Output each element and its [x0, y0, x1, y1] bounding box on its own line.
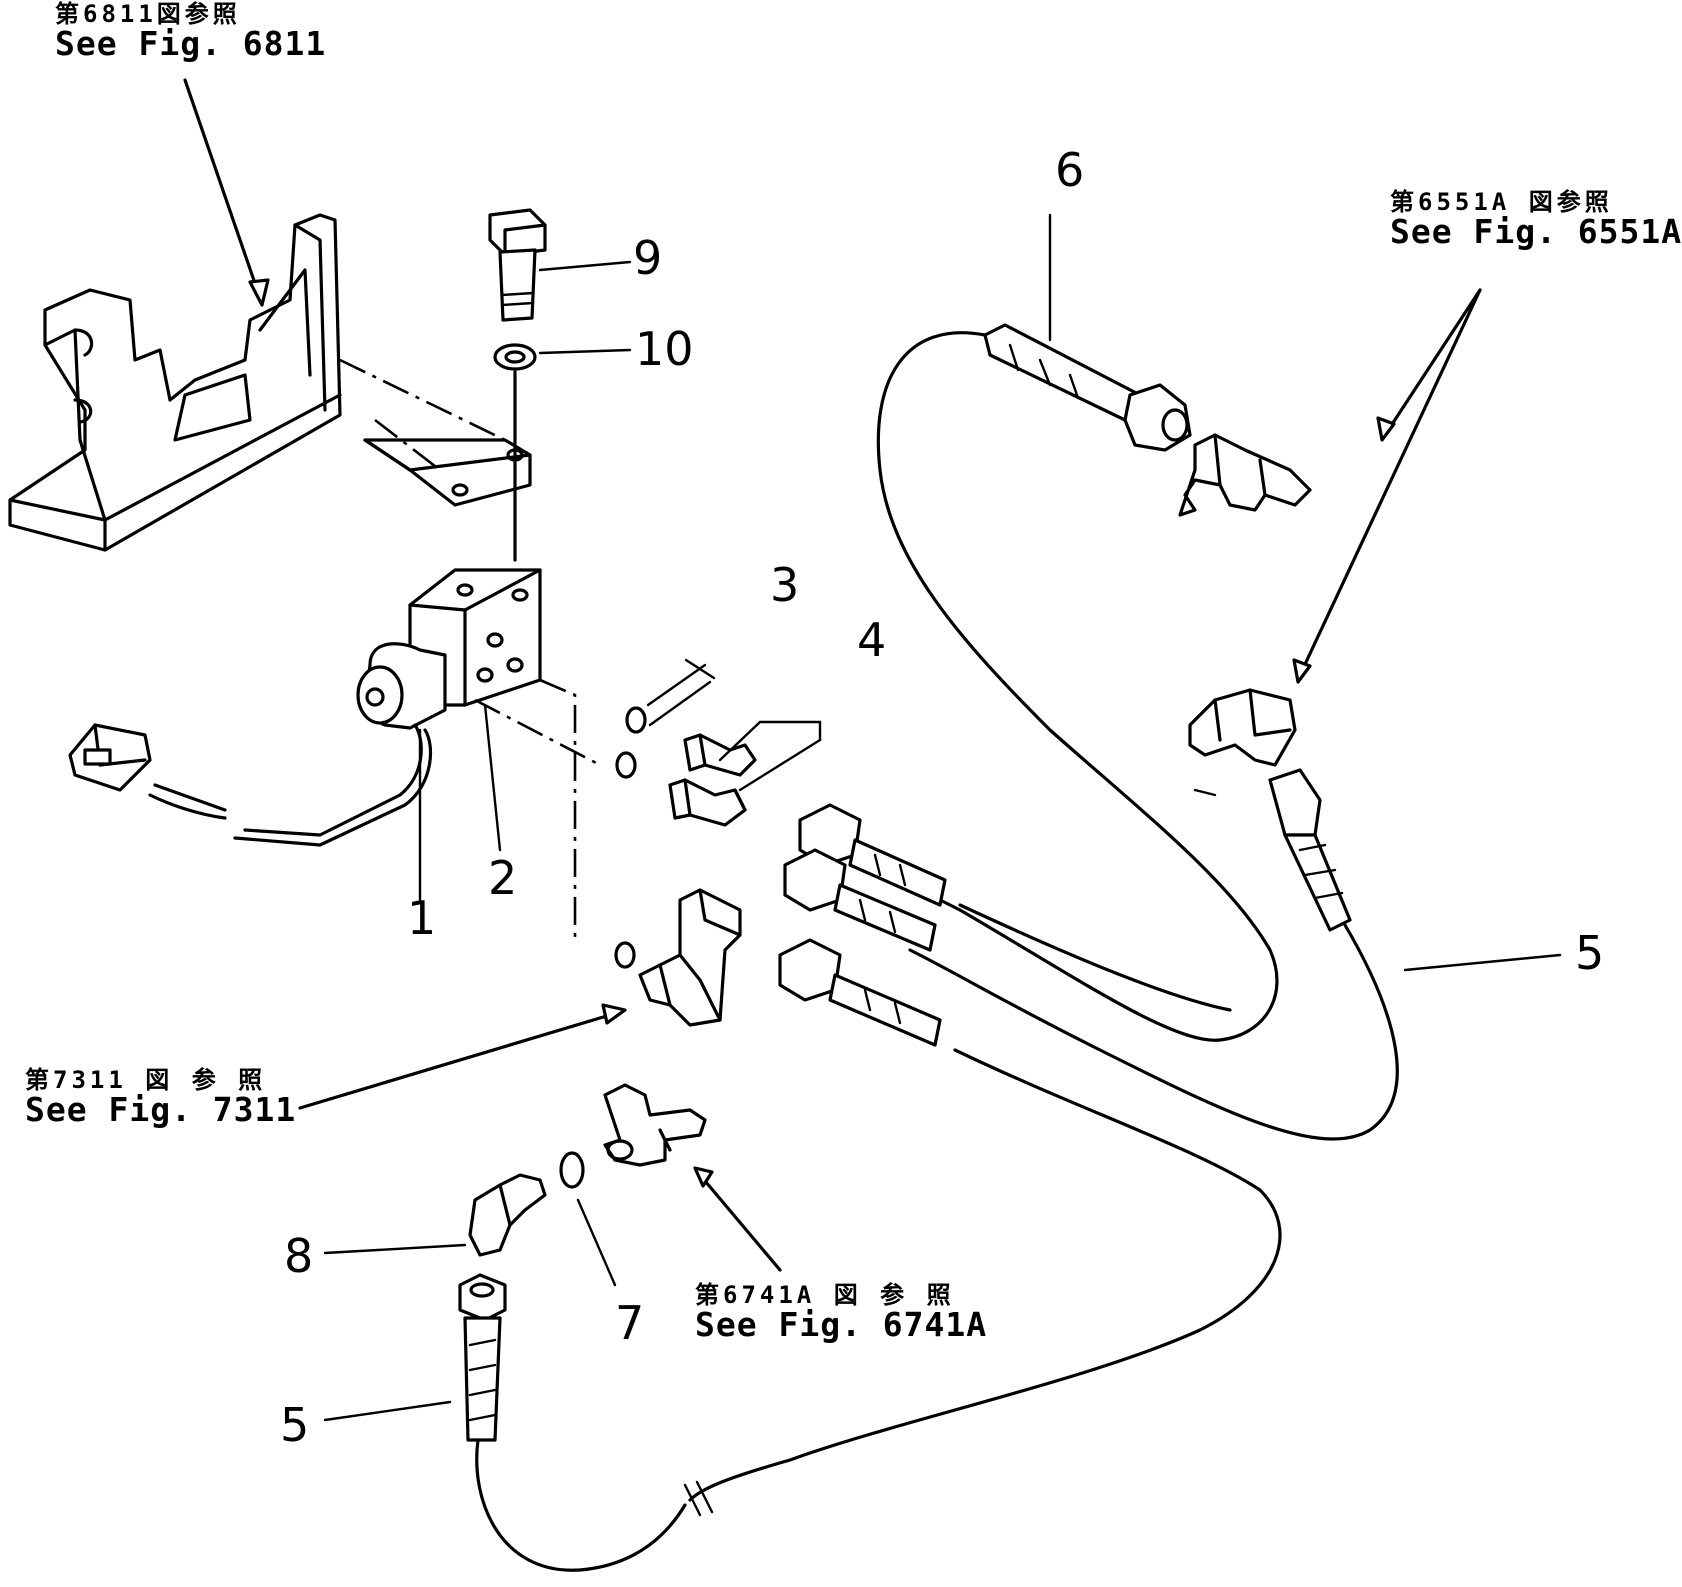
hose-ends-middle: [683, 803, 1282, 1517]
callout-7: 7: [615, 1296, 645, 1350]
ref-fig-6811: 第6811図参照 See Fig. 6811: [55, 0, 327, 64]
callout-10: 10: [635, 322, 694, 376]
callout-9: 9: [633, 231, 663, 285]
fitting-6741a: [603, 1083, 707, 1167]
callout-4: 4: [857, 613, 887, 667]
ref-fig-6811-en: See Fig. 6811: [55, 24, 327, 64]
callout-1: 1: [407, 891, 437, 945]
callout-5-lower: 5: [280, 1398, 310, 1452]
ref-fig-7311-en: See Fig. 7311: [25, 1090, 297, 1130]
hose-part-5-right: [908, 768, 1399, 1141]
o-ring-part-7: [559, 1151, 585, 1189]
callout-5-right: 5: [1575, 926, 1605, 980]
elbow-fitting-7311: [614, 888, 742, 1027]
ref-fig-7311: 第7311 図 参 照 See Fig. 7311: [25, 1066, 297, 1130]
ref-fig-6811-jp: 第6811図参照: [55, 0, 241, 28]
callout-2: 2: [488, 851, 518, 905]
mounting-bracket: [8, 213, 532, 552]
washer-part-10: [493, 343, 537, 371]
bolt-part-9: [488, 208, 547, 322]
o-rings-part-3: [615, 658, 716, 779]
tee-fitting-upper-6551a: [1178, 433, 1312, 517]
ref-fig-6741a-en: See Fig. 6741A: [695, 1305, 988, 1345]
ref-fig-6741a: 第6741A 図 参 照 See Fig. 6741A: [695, 1281, 988, 1345]
solenoid-part-1: [68, 642, 447, 847]
hose-part-5-lower: [458, 1273, 687, 1572]
leader-lines: [183, 78, 1562, 1110]
ref-fig-7311-jp: 第7311 図 参 照: [25, 1066, 267, 1094]
callout-6: 6: [1055, 143, 1085, 197]
callout-3: 3: [770, 558, 800, 612]
ref-fig-6741a-jp: 第6741A 図 参 照: [695, 1281, 955, 1309]
callout-8: 8: [284, 1229, 314, 1283]
tee-fitting-lower-6551a: [1188, 688, 1297, 767]
elbow-part-8: [468, 1173, 547, 1257]
fittings-part-4: [668, 720, 822, 827]
ref-fig-6551a-en: See Fig. 6551A: [1390, 212, 1682, 252]
ref-fig-6551a: 第6551A 図参照 See Fig. 6551A: [1390, 188, 1682, 252]
hose-part-6: [876, 323, 1279, 1042]
ref-fig-6551a-jp: 第6551A 図参照: [1390, 188, 1613, 216]
